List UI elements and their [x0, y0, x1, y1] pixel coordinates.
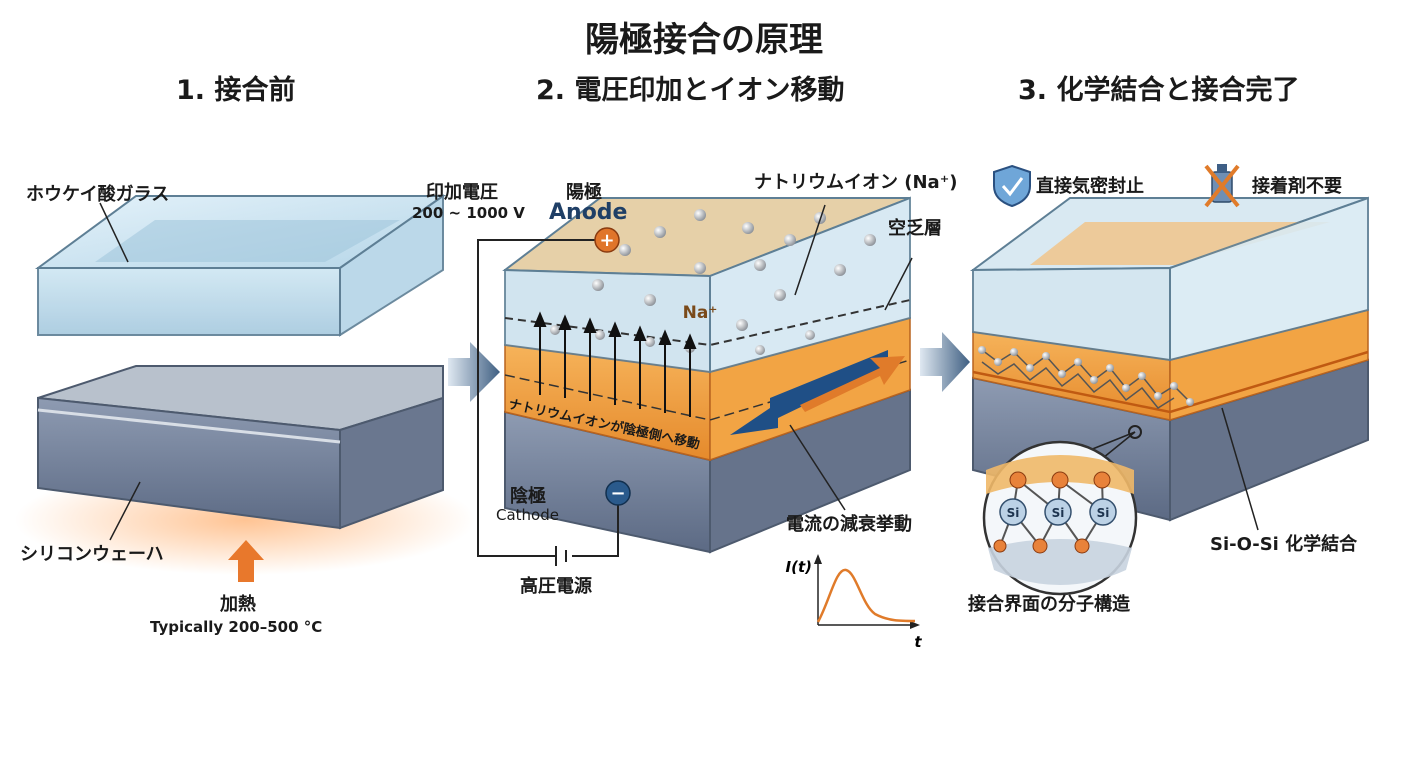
- circuit-wire: [477, 239, 619, 566]
- interface-structure-label: 接合界面の分子構造: [968, 594, 1130, 615]
- si-atom-label: Si: [1052, 506, 1065, 520]
- transition-arrow-icon: [920, 332, 970, 392]
- si-atom-label: Si: [1097, 506, 1110, 520]
- ion-flow-arrows: [533, 311, 697, 417]
- graph-x-label: t: [914, 633, 922, 651]
- heat-temperature: Typically 200–500 °C: [150, 618, 323, 636]
- zoom-point: [1128, 425, 1142, 439]
- lateral-arrow-icon: [730, 350, 888, 435]
- no-adhesive-icon: [1204, 164, 1240, 208]
- graph-y-label: I(t): [786, 558, 812, 576]
- glass-label: ホウケイ酸ガラス: [26, 184, 170, 205]
- power-supply-label: 高圧電源: [520, 576, 592, 597]
- diagram-title: 陽極接合の原理: [585, 20, 823, 60]
- current-decay-graph: [814, 554, 920, 629]
- anode-label-en: Anode: [549, 200, 628, 225]
- anode-terminal-icon: [594, 227, 620, 253]
- bond-atoms: [978, 346, 1194, 406]
- plus-sign: +: [599, 230, 614, 251]
- glass-plate: [34, 194, 447, 337]
- si-atom-label: Si: [1007, 506, 1020, 520]
- lateral-arrow-icon: [800, 356, 905, 412]
- sodium-ion-label: ナトリウムイオン (Na⁺): [754, 172, 958, 193]
- cathode-label-jp: 陰極: [510, 486, 546, 507]
- minus-sign: −: [610, 483, 625, 504]
- step-1-heading: 1. 接合前: [176, 75, 296, 106]
- si-o-si-bond-label: Si-O-Si 化学結合: [1210, 534, 1358, 555]
- na-tag: Na⁺: [683, 303, 718, 323]
- cathode-terminal-icon: [605, 480, 631, 506]
- heat-arrow-icon: [228, 540, 264, 582]
- no-adhesive-label: 接着剤不要: [1252, 176, 1342, 197]
- molecular-structure-magnifier: [982, 440, 1138, 596]
- panel3-stack: [969, 196, 1369, 522]
- wafer-label: シリコンウェーハ: [20, 544, 164, 565]
- sodium-ions: [550, 209, 876, 355]
- transition-arrow-icon: [448, 342, 500, 402]
- anode-label-jp: 陽極: [566, 182, 602, 203]
- depletion-layer-label: 空乏層: [888, 218, 942, 239]
- silicon-wafer: [37, 365, 444, 530]
- shield-icon: [993, 164, 1031, 208]
- heat-label: 加熱: [220, 594, 256, 615]
- current-decay-label: 電流の減衰挙動: [786, 514, 912, 535]
- step-2-heading: 2. 電圧印加とイオン移動: [536, 75, 845, 106]
- voltage-range: 200 ~ 1000 V: [412, 204, 525, 222]
- hermetic-seal-label: 直接気密封止: [1036, 176, 1144, 197]
- voltage-label: 印加電圧: [426, 182, 498, 203]
- step-3-heading: 3. 化学結合と接合完了: [1018, 75, 1300, 106]
- cathode-label-en: Cathode: [496, 506, 559, 524]
